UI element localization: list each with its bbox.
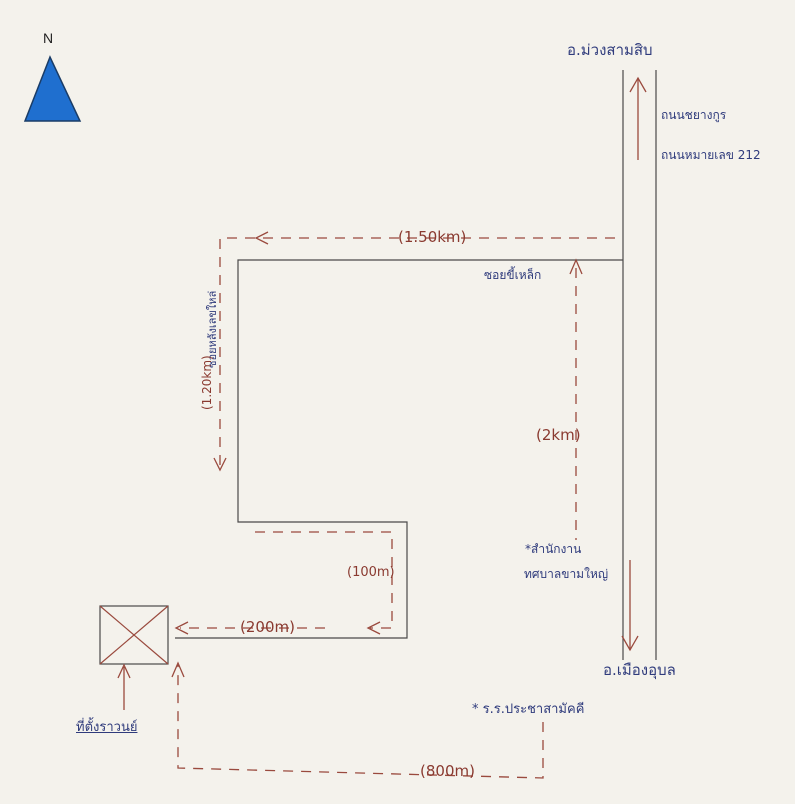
route-200m-arrowhead <box>174 621 189 635</box>
distance-left: (1.20km) <box>200 355 214 410</box>
route-left-arrowhead <box>213 457 227 472</box>
label-road-2: ถนนหมายเลข 212 <box>661 148 761 162</box>
route-loop-dashed <box>255 531 393 629</box>
label-office-line-2: ทศบาลขามใหญ่ <box>524 567 609 581</box>
route-bottom-dashed <box>177 665 544 779</box>
destination-box-icon <box>99 605 169 665</box>
route-top-arrowhead <box>254 231 269 245</box>
destination-pointer-arrowhead <box>117 663 131 679</box>
route-bottom-arrowhead <box>171 661 185 678</box>
distance-to-target: (200m) <box>240 618 295 636</box>
distance-top: (1.50km) <box>398 228 467 246</box>
label-soi-top: ซอยขี้เหล็ก <box>484 268 542 282</box>
main-road-arrow-up <box>629 76 647 93</box>
label-school: * ร.ร.ประชาสามัคคี <box>472 702 585 717</box>
route-right-arrowhead <box>569 258 583 275</box>
north-label: N <box>43 30 54 46</box>
label-office-line-1: *สำนักงาน <box>525 542 582 556</box>
label-road-1: ถนนชยางกูร <box>661 108 727 122</box>
north-arrow-icon <box>23 55 82 122</box>
distance-loop: (100m) <box>347 565 395 580</box>
distance-bottom: (800m) <box>420 762 475 780</box>
label-destination: ที่ตั้งราวนย์ <box>76 720 138 735</box>
soi-top-road <box>175 259 623 639</box>
label-south-district: อ.เมืองอุบล <box>603 661 676 679</box>
route-top-dashed <box>219 237 615 470</box>
label-north-district: อ.ม่วงสามสิบ <box>567 41 653 59</box>
route-loop-arrowhead <box>366 621 381 635</box>
distance-right: (2km) <box>536 426 581 444</box>
main-road-arrow-down <box>621 635 639 652</box>
